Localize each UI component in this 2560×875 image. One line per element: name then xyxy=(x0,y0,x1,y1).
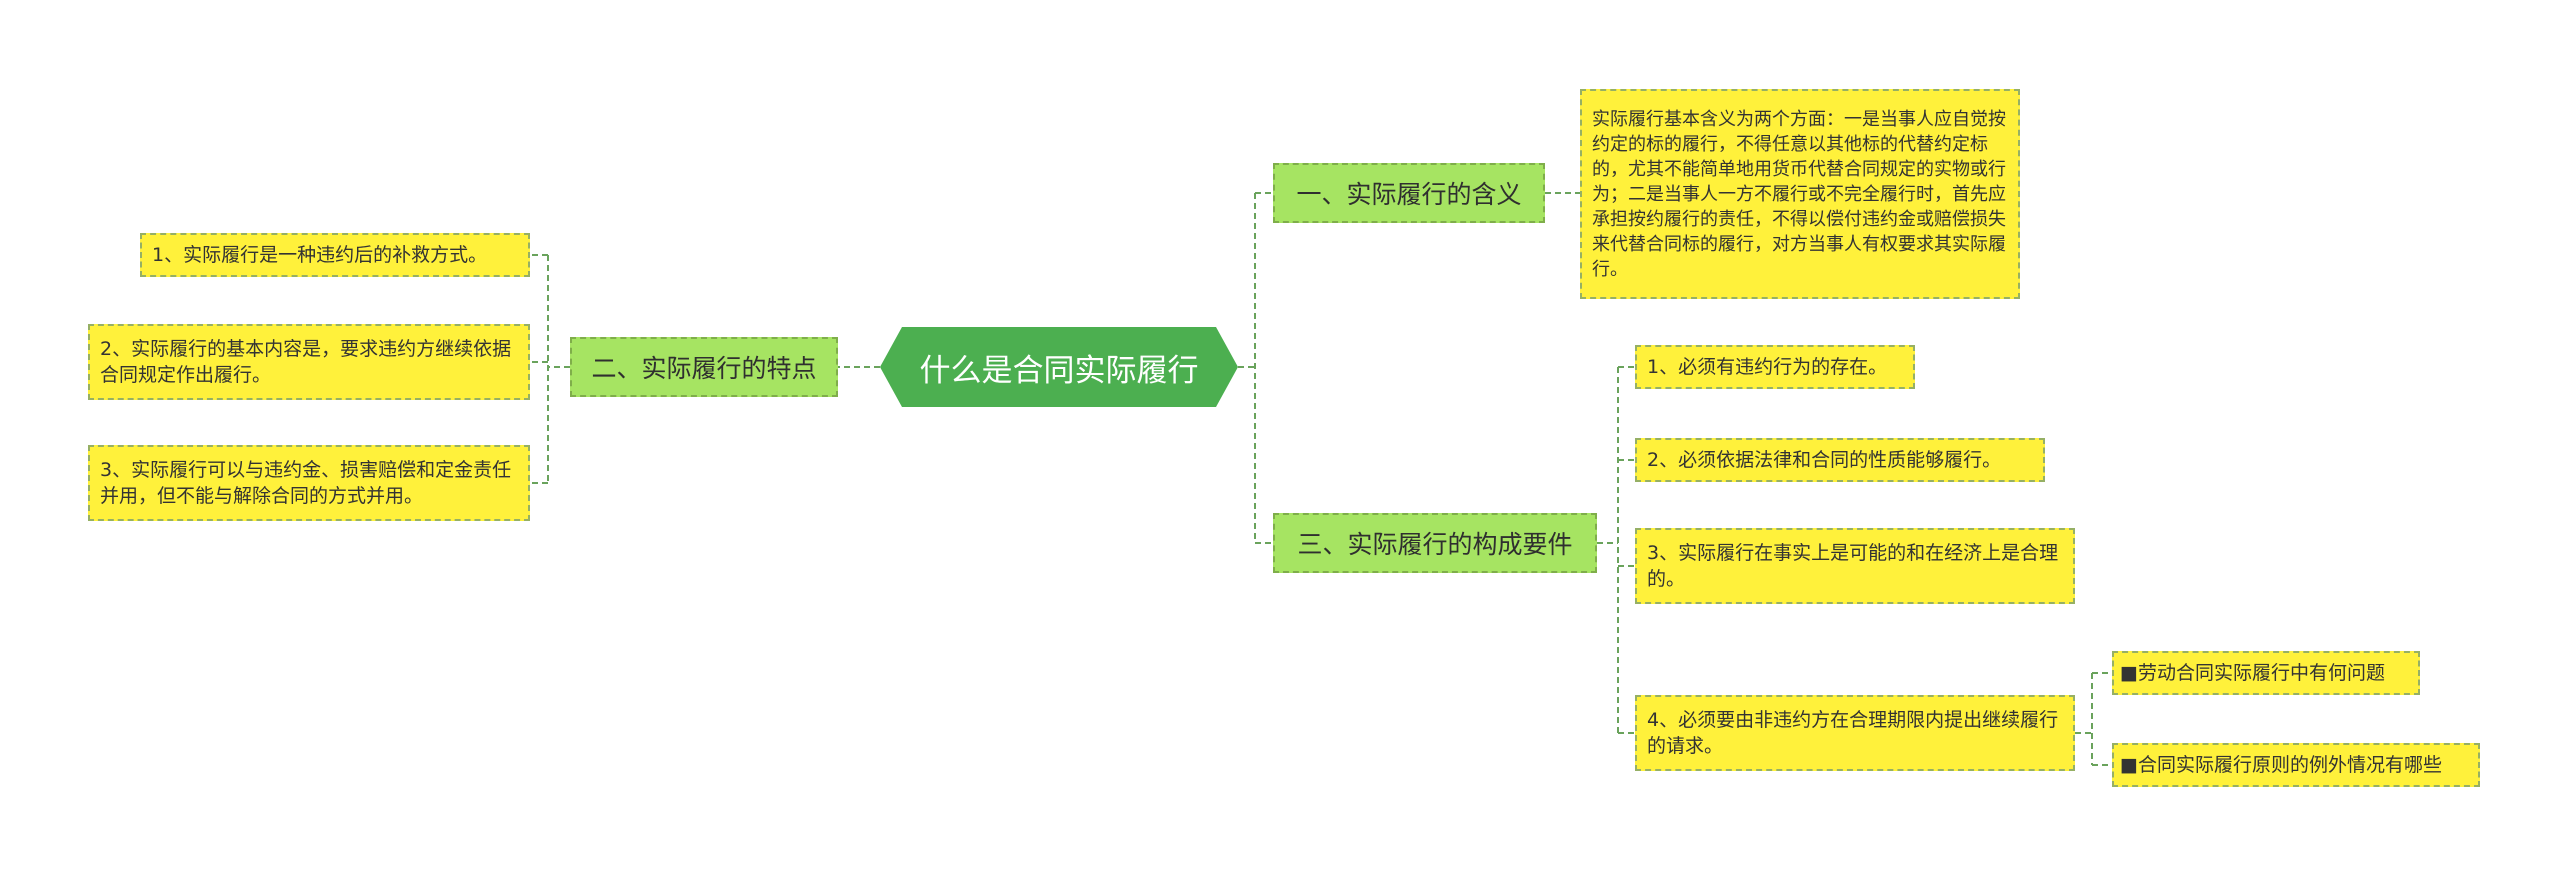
sub-item-exceptions[interactable]: ■合同实际履行原则的例外情况有哪些 xyxy=(2112,743,2480,787)
sub-item-exceptions-text: ■合同实际履行原则的例外情况有哪些 xyxy=(2120,754,2442,776)
root-node[interactable]: 什么是合同实际履行 xyxy=(880,327,1238,407)
link-features-leaves xyxy=(530,254,570,484)
elements-item-4[interactable]: 4、必须要由非违约方在合理期限内提出继续履行的请求。 xyxy=(1635,695,2075,771)
features-item-3[interactable]: 3、实际履行可以与违约金、损害赔偿和定金责任并用，但不能与解除合同的方式并用。 xyxy=(88,445,530,521)
branch-features[interactable]: 二、实际履行的特点 xyxy=(570,337,838,397)
elements-item-1-text: 1、必须有违约行为的存在。 xyxy=(1647,356,1888,378)
link-item4-subs xyxy=(2075,672,2112,766)
link-root-right xyxy=(1238,192,1273,544)
elements-item-3[interactable]: 3、实际履行在事实上是可能的和在经济上是合理的。 xyxy=(1635,528,2075,604)
features-item-1[interactable]: 1、实际履行是一种违约后的补救方式。 xyxy=(140,233,530,277)
sub-item-labor-text: ■劳动合同实际履行中有何问题 xyxy=(2120,662,2385,684)
branch-elements-label: 三、实际履行的构成要件 xyxy=(1297,530,1573,559)
branch-features-label: 二、实际履行的特点 xyxy=(591,354,817,383)
meaning-detail-text: 实际履行基本含义为两个方面：一是当事人应自觉按约定的标的履行，不得任意以其他标的… xyxy=(1592,108,2006,280)
link-elements-leaves xyxy=(1597,366,1635,734)
elements-item-1[interactable]: 1、必须有违约行为的存在。 xyxy=(1635,345,1915,389)
features-item-3-text: 3、实际履行可以与违约金、损害赔偿和定金责任并用，但不能与解除合同的方式并用。 xyxy=(100,459,512,507)
features-item-2[interactable]: 2、实际履行的基本内容是，要求违约方继续依据合同规定作出履行。 xyxy=(88,324,530,400)
branch-elements[interactable]: 三、实际履行的构成要件 xyxy=(1273,513,1597,573)
elements-item-3-text: 3、实际履行在事实上是可能的和在经济上是合理的。 xyxy=(1647,542,2059,590)
sub-item-labor[interactable]: ■劳动合同实际履行中有何问题 xyxy=(2112,651,2420,695)
elements-item-2-text: 2、必须依据法律和合同的性质能够履行。 xyxy=(1647,449,2002,471)
features-item-1-text: 1、实际履行是一种违约后的补救方式。 xyxy=(152,244,488,266)
elements-item-2[interactable]: 2、必须依据法律和合同的性质能够履行。 xyxy=(1635,438,2045,482)
root-label: 什么是合同实际履行 xyxy=(919,352,1199,389)
meaning-detail[interactable]: 实际履行基本含义为两个方面：一是当事人应自觉按约定的标的履行，不得任意以其他标的… xyxy=(1580,89,2020,299)
features-item-2-text: 2、实际履行的基本内容是，要求违约方继续依据合同规定作出履行。 xyxy=(100,338,512,386)
branch-meaning[interactable]: 一、实际履行的含义 xyxy=(1273,163,1545,223)
elements-item-4-text: 4、必须要由非违约方在合理期限内提出继续履行的请求。 xyxy=(1647,709,2059,757)
branch-meaning-label: 一、实际履行的含义 xyxy=(1296,180,1522,209)
